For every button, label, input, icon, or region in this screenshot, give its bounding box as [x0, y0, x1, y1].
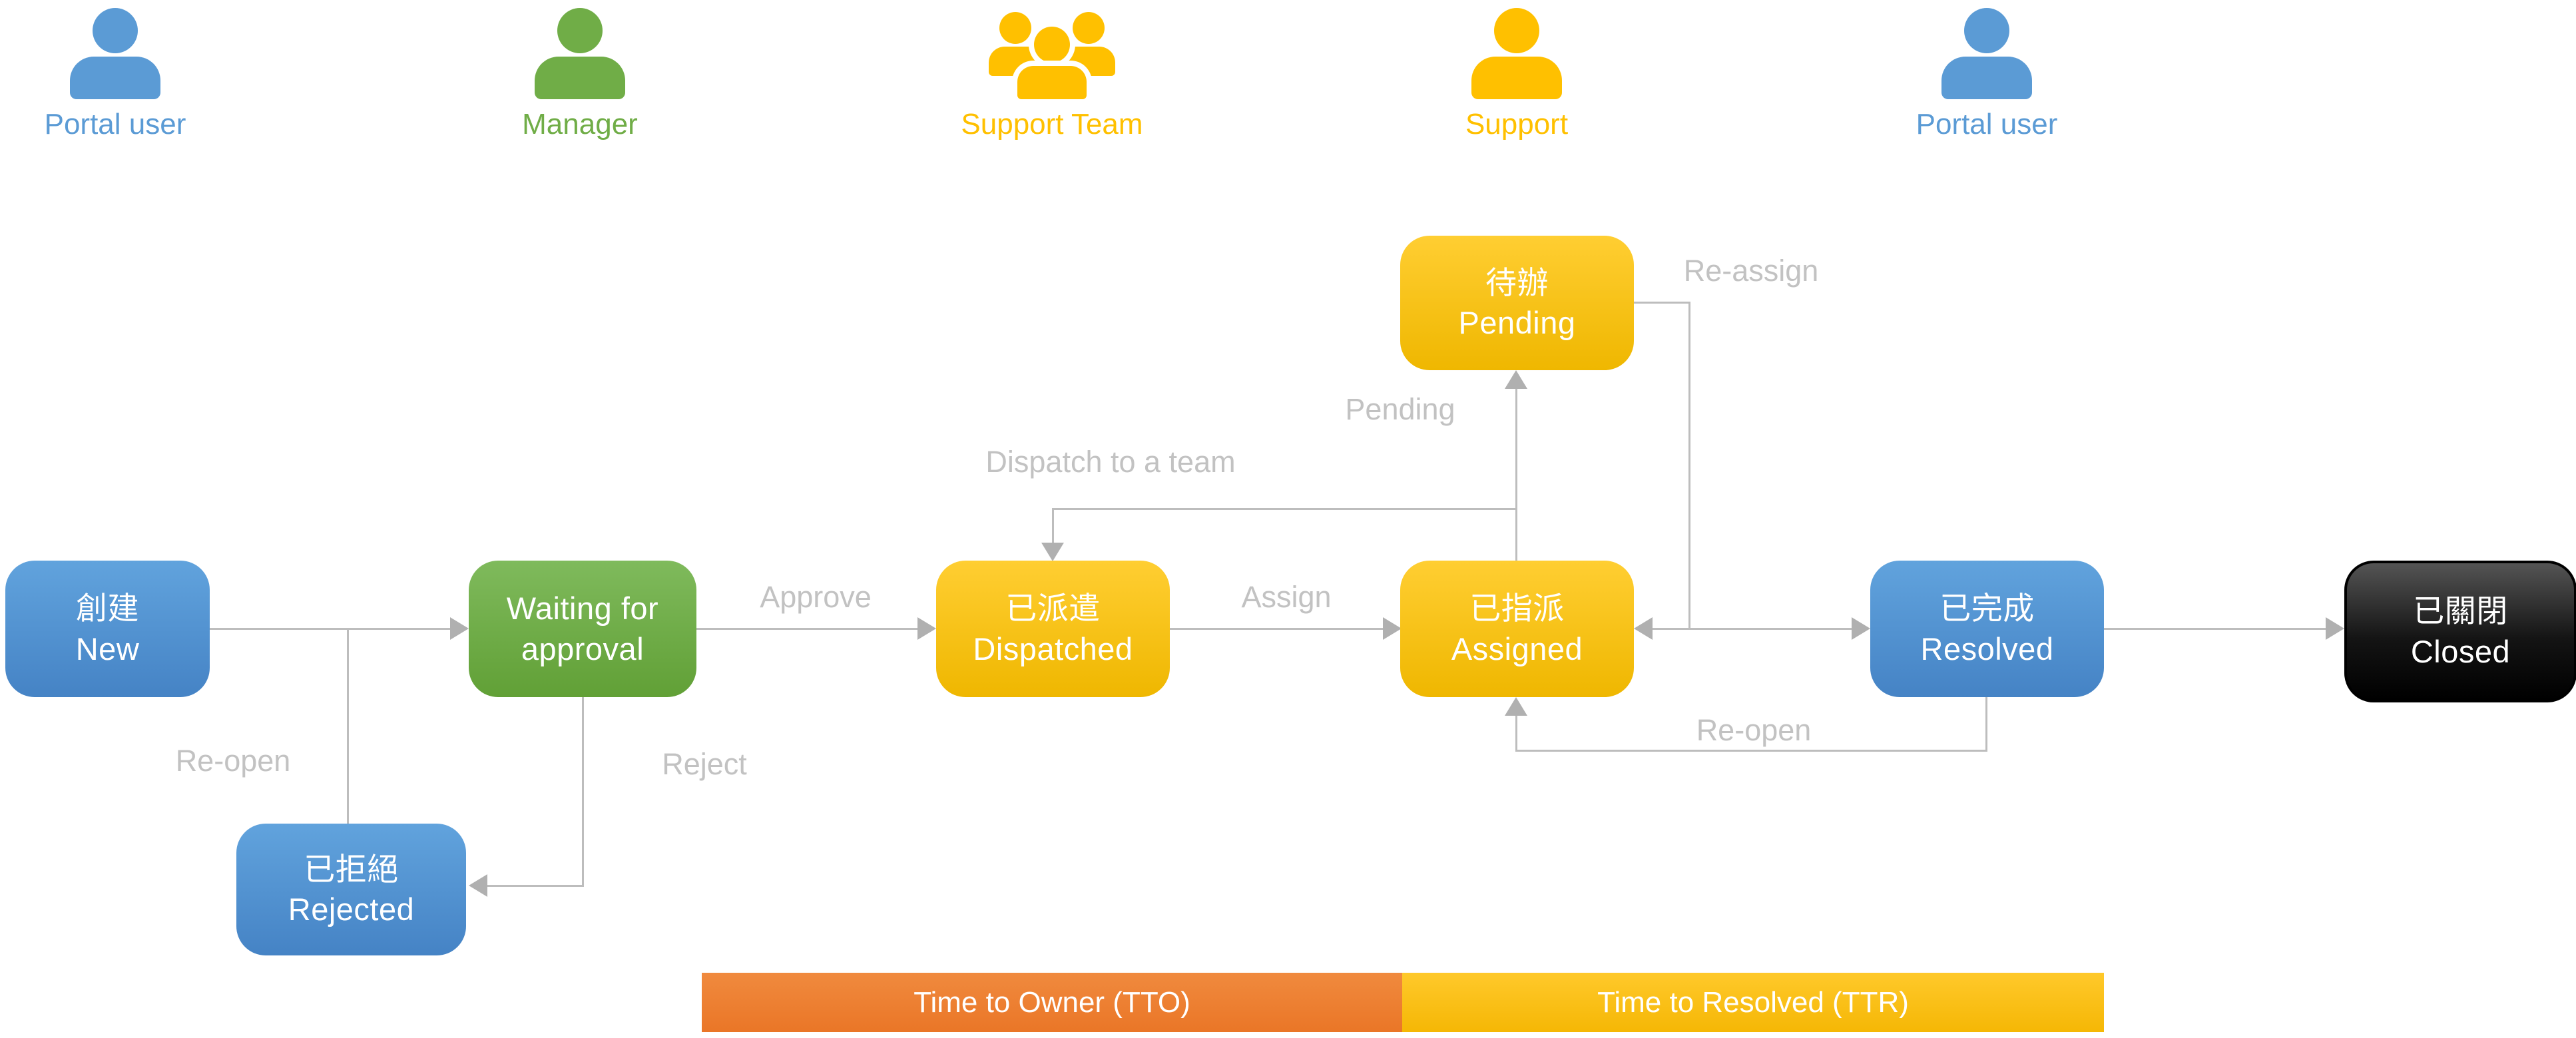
actor-support-team: Support Team: [932, 8, 1172, 141]
state-label-en: New: [75, 631, 140, 666]
actor-label: Manager: [522, 108, 638, 140]
ttr-label: Time to Resolved (TTR): [1597, 985, 1909, 1019]
connector-waiting-dispatched: [696, 628, 917, 630]
actor-label: Portal user: [44, 108, 186, 140]
arrowhead-into-assigned-bottom: [1505, 697, 1527, 716]
state-rejected: 已拒絕 Rejected: [236, 824, 466, 955]
state-label-zh: 已拒絕: [304, 851, 399, 887]
flow-label-reject: Reject: [662, 747, 747, 781]
state-label-zh: 待辦: [1485, 264, 1549, 300]
state-label-line2: approval: [521, 631, 644, 666]
connector-new-waiting: [210, 628, 451, 630]
state-closed: 已關閉 Closed: [2344, 561, 2576, 702]
actor-support: Support: [1397, 8, 1637, 141]
flow-label-pending: Pending: [1345, 392, 1455, 426]
state-label-zh: 已關閉: [2413, 593, 2508, 629]
state-label-en: Pending: [1458, 305, 1576, 340]
connector-dispatch-branch-horizontal: [1052, 508, 1517, 510]
person-body: [1471, 57, 1562, 99]
flow-label-reopen-left: Re-open: [175, 744, 291, 778]
connector-reopen-right-vertical: [1985, 697, 1987, 752]
tto-label: Time to Owner (TTO): [913, 985, 1190, 1019]
person-head: [1034, 27, 1070, 63]
person-head: [557, 8, 603, 53]
state-new: 創建 New: [5, 561, 210, 697]
state-label-en: Closed: [2410, 633, 2511, 669]
person-body: [70, 57, 160, 99]
state-label-en: Resolved: [1920, 631, 2054, 666]
arrowhead-into-pending: [1505, 370, 1527, 389]
person-head: [1964, 8, 2009, 53]
actor-label: Support Team: [961, 108, 1143, 140]
person-body: [535, 57, 625, 99]
person-head: [999, 12, 1031, 44]
connector-reopen-horizontal: [1515, 750, 1987, 752]
connector-rejected-reopen: [347, 629, 349, 824]
person-front: [1017, 27, 1087, 99]
flow-label-approve: Approve: [760, 580, 872, 614]
connector-assigned-pending: [1515, 389, 1517, 561]
person-head: [1073, 12, 1105, 44]
state-dispatched: 已派遣 Dispatched: [936, 561, 1170, 697]
actor-portal-user-right: Portal user: [1867, 8, 2107, 141]
flow-label-assign: Assign: [1241, 580, 1332, 614]
arrowhead-into-assigned-right: [1634, 617, 1653, 640]
state-label-line1: Waiting for: [506, 591, 659, 627]
person-icon: [533, 8, 627, 101]
connector-reopen-left-vertical: [1515, 716, 1517, 752]
connector-reject-horizontal: [487, 885, 584, 887]
state-label-en: Assigned: [1451, 631, 1583, 666]
state-assigned: 已指派 Assigned: [1400, 561, 1634, 697]
person-head: [93, 8, 138, 53]
actor-label: Portal user: [1916, 108, 2058, 140]
person-body: [1017, 66, 1087, 99]
state-label-zh: 已完成: [1939, 591, 2035, 627]
person-body: [1941, 57, 2032, 99]
state-resolved: 已完成 Resolved: [1870, 561, 2104, 697]
state-label-zh: 創建: [76, 591, 139, 627]
arrowhead-into-dispatched: [917, 617, 936, 640]
arrowhead-into-resolved: [1852, 617, 1870, 640]
ttr-bar: Time to Resolved (TTR): [1402, 973, 2104, 1032]
people-icon: [989, 8, 1115, 101]
connector-reassign-horizontal: [1634, 302, 1690, 304]
actor-label: Support: [1465, 108, 1569, 140]
connector-reject-vertical: [582, 697, 584, 887]
arrowhead-into-closed: [2326, 617, 2344, 640]
connector-resolved-closed: [2104, 628, 2326, 630]
flow-label-reopen-bottom: Re-open: [1696, 713, 1812, 747]
state-label-zh: 已派遣: [1005, 591, 1101, 627]
flow-label-reassign: Re-assign: [1683, 254, 1819, 288]
arrowhead-into-assigned-left: [1383, 617, 1402, 640]
state-pending: 待辦 Pending: [1400, 236, 1634, 370]
connector-dispatched-assigned: [1170, 628, 1383, 630]
connector-reassign-vertical: [1688, 302, 1690, 629]
person-icon: [69, 8, 162, 101]
connector-dispatch-branch-vertical: [1052, 508, 1054, 543]
state-label-en: Rejected: [288, 892, 415, 927]
tto-bar: Time to Owner (TTO): [702, 973, 1402, 1032]
arrowhead-into-waiting: [450, 617, 469, 640]
connector-assigned-resolved: [1653, 628, 1852, 630]
person-head: [1494, 8, 1539, 53]
arrowhead-into-dispatched-top: [1041, 543, 1064, 561]
person-icon: [1940, 8, 2033, 101]
state-label-zh: 已指派: [1469, 591, 1565, 627]
flow-label-dispatch-team: Dispatch to a team: [985, 445, 1236, 479]
state-waiting-for-approval: Waiting for approval: [469, 561, 696, 697]
actor-manager: Manager: [460, 8, 700, 141]
actor-portal-user-left: Portal user: [0, 8, 235, 141]
arrowhead-into-rejected: [469, 874, 487, 897]
person-icon: [1470, 8, 1563, 101]
state-label-en: Dispatched: [973, 631, 1133, 666]
